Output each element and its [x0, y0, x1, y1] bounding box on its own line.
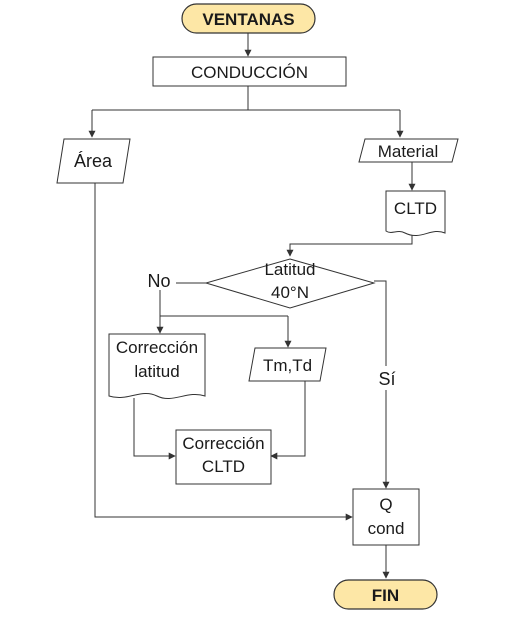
connectors [88, 33, 416, 579]
material-input: Material [358, 138, 459, 163]
connector-conduccion-split [92, 86, 400, 111]
connector-area-to-q [94, 183, 353, 521]
decision-line2: 40°N [271, 283, 309, 302]
no-label: No [147, 271, 170, 291]
corr-lat-line2: latitud [134, 362, 179, 381]
si-label: Sí [378, 369, 395, 389]
area-label: Área [74, 151, 113, 171]
corr-lat-line1: Corrección [116, 338, 198, 357]
cltd-label: CLTD [394, 199, 437, 218]
connector-tm-td-to-corr-cltd [270, 381, 306, 460]
end-label: FIN [372, 586, 399, 605]
correccion-latitud-document: Corrección latitud [108, 333, 206, 400]
connector-decision-si [374, 280, 390, 489]
q-cond-process: Q cond [352, 488, 420, 546]
material-label: Material [378, 142, 438, 161]
start-terminal: VENTANAS [181, 3, 316, 34]
conduccion-label: CONDUCCIÓN [191, 63, 308, 82]
connector-decision-no [159, 282, 288, 317]
corr-cltd-line1: Corrección [182, 434, 264, 453]
decision-line1: Latitud [264, 260, 315, 279]
area-input: Área [56, 138, 131, 184]
cltd-document: CLTD [385, 190, 446, 237]
end-terminal: FIN [333, 579, 438, 610]
tm-td-input: Tm,Td [248, 347, 327, 382]
q-line1: Q [379, 495, 392, 514]
correccion-cltd-process: Corrección CLTD [175, 429, 272, 485]
tm-td-label: Tm,Td [263, 356, 312, 375]
connector-cltd-to-decision [286, 235, 413, 257]
connector-corr-latitud-to-corr-cltd [133, 398, 176, 460]
corr-cltd-line2: CLTD [202, 457, 245, 476]
conduccion-process: CONDUCCIÓN [152, 56, 347, 87]
latitud-decision: Latitud 40°N [204, 258, 376, 309]
start-label: VENTANAS [202, 10, 294, 29]
q-line2: cond [368, 519, 405, 538]
